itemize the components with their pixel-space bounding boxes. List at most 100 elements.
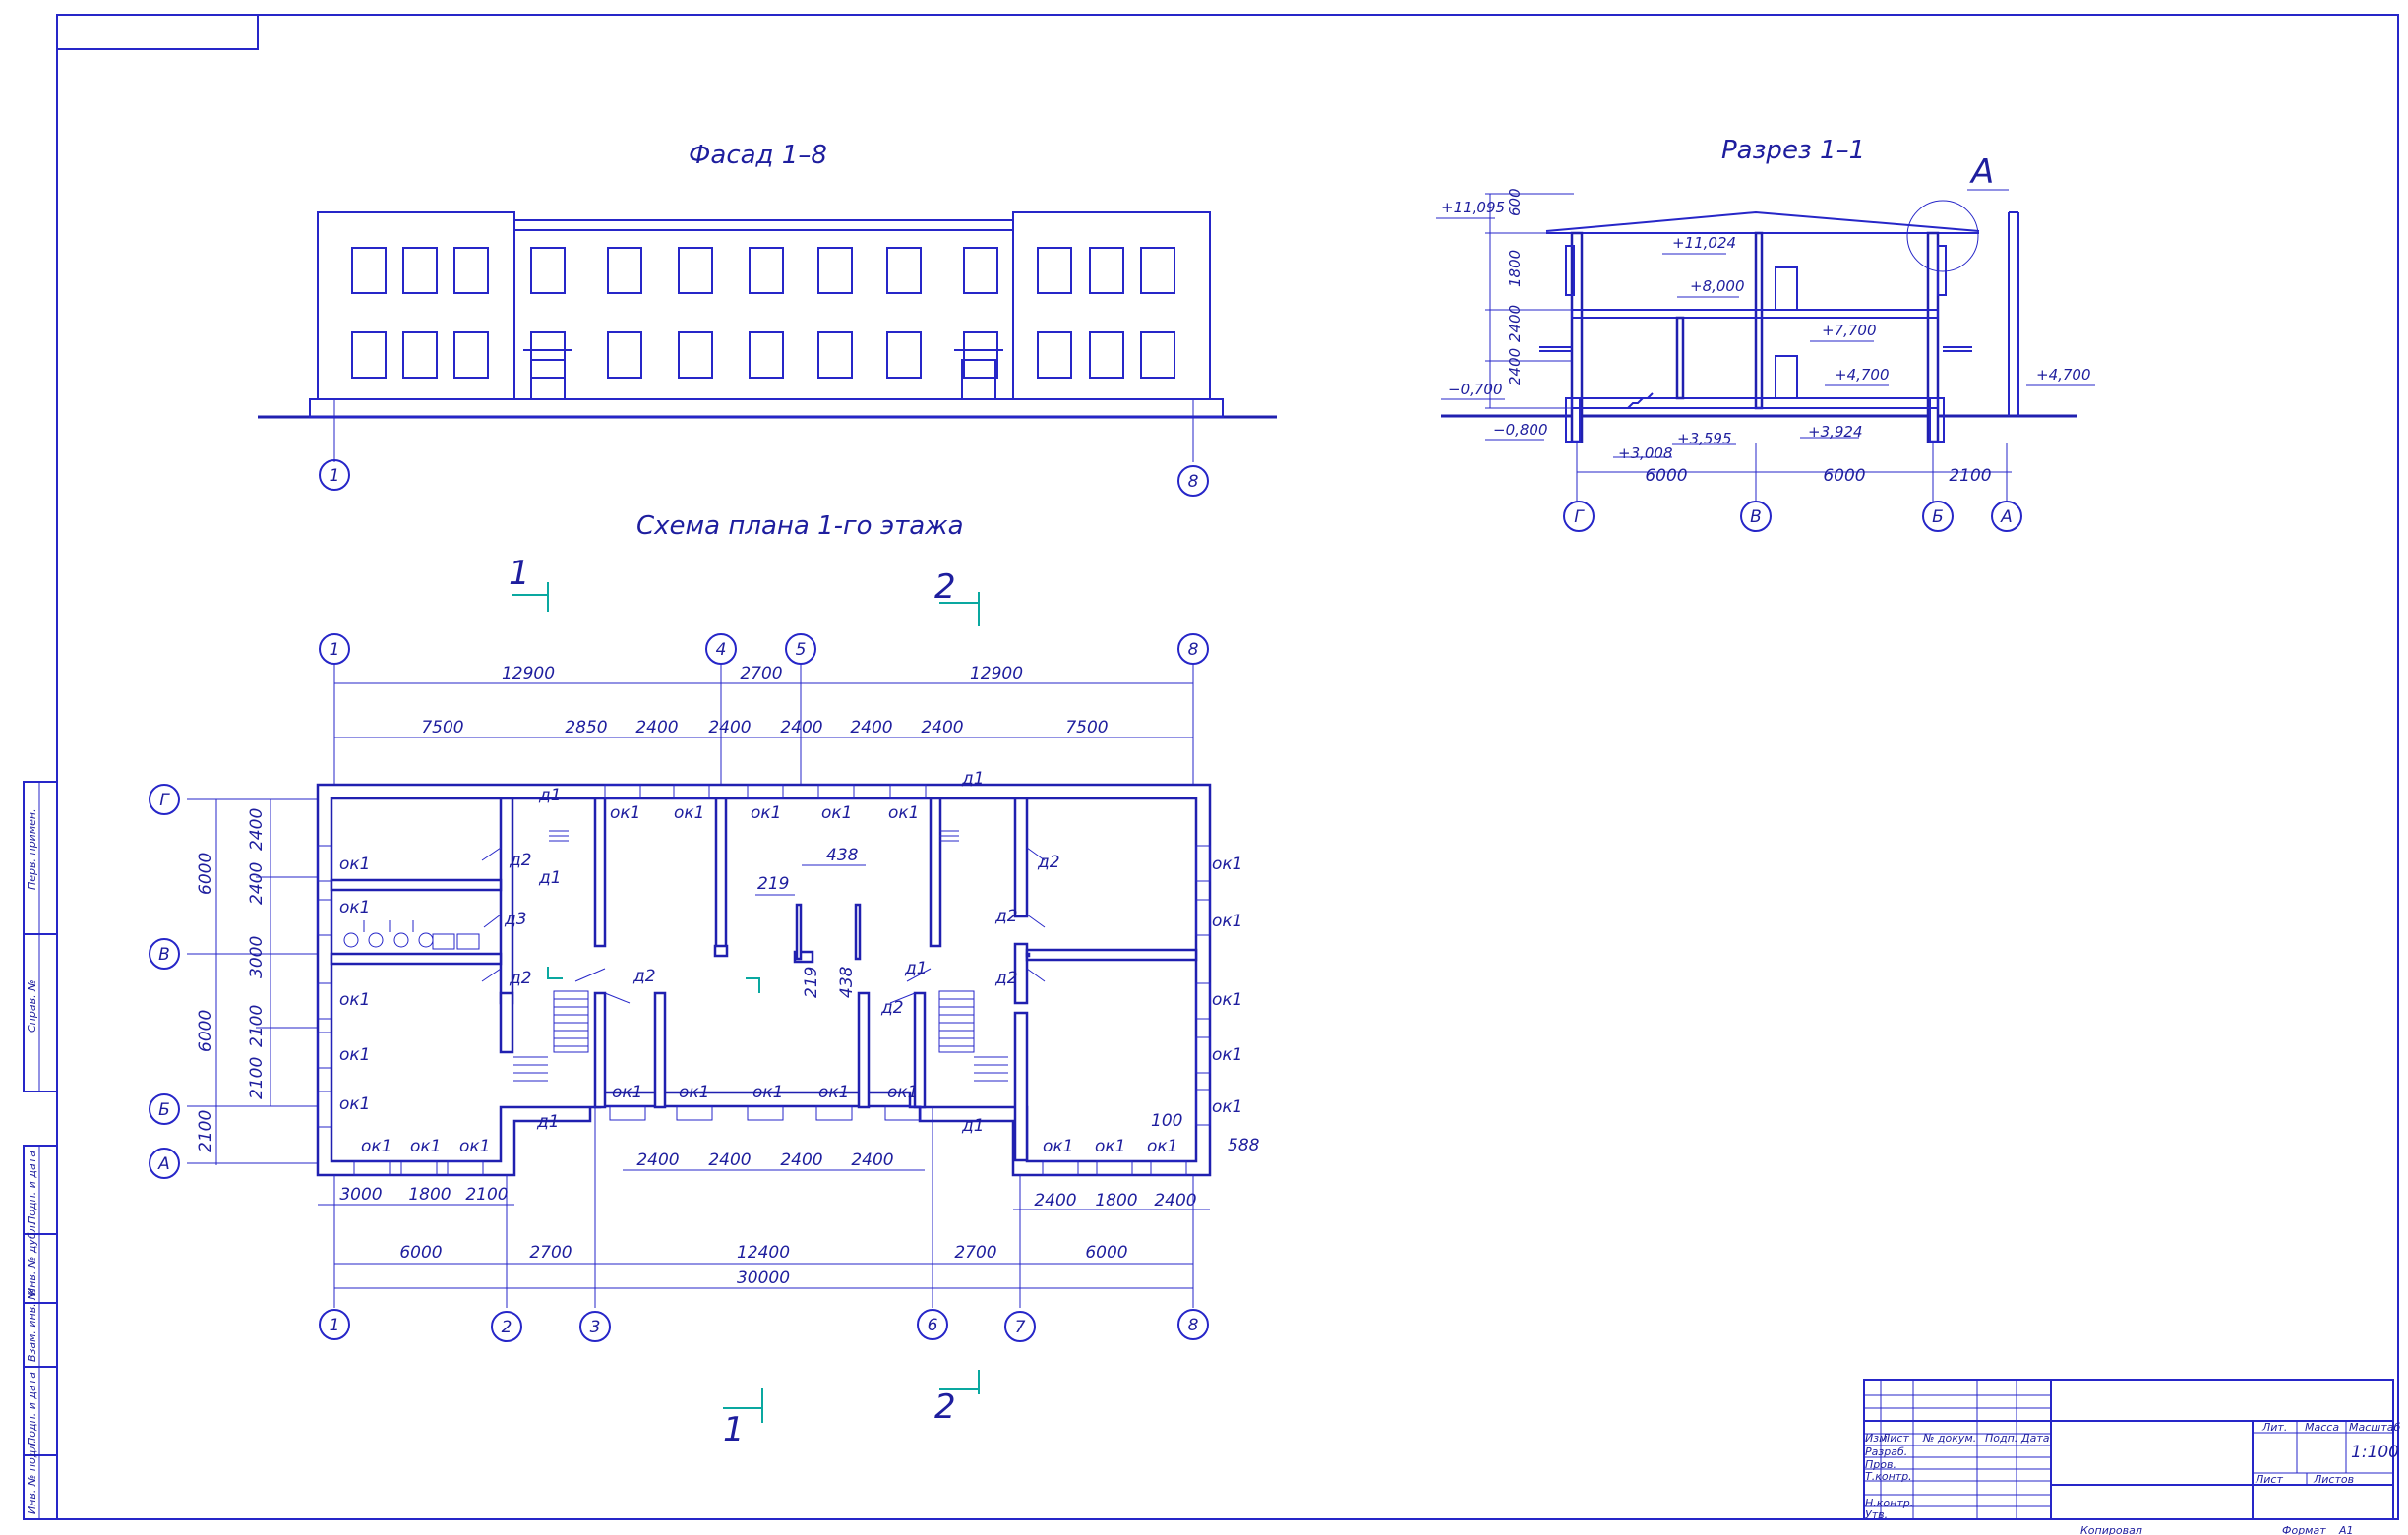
label-d2: д2 (880, 998, 904, 1018)
dim-219a: 219 (757, 874, 789, 894)
facade-window (351, 247, 387, 294)
facade-window (607, 331, 642, 379)
label-d2: д2 (994, 907, 1018, 926)
section-title: Разрез 1–1 (1721, 136, 1865, 165)
sheet-frame: Перв. примен. Справ. № Подп. и дата Инв.… (23, 14, 2399, 1520)
cut-2-top: 2 (934, 567, 956, 607)
dim-bot1-3: 2700 (954, 1243, 996, 1263)
dim-left-inner-0: 2400 (247, 808, 267, 851)
plan-drawing: 1 2 1 2 1 4 5 8 12900 2700 12900 7500 28… (149, 554, 1260, 1449)
dim-bot1-4: 6000 (1085, 1243, 1127, 1263)
elev-top: +11,024 (1672, 234, 1736, 252)
label-ok1: ок1 (610, 803, 641, 823)
plan-window-top (747, 784, 784, 799)
facade-windows (351, 247, 1175, 379)
dim-top1-c: 12900 (970, 664, 1023, 683)
facade-window (607, 247, 642, 294)
stamp-kopiroval: Копировал (2080, 1524, 2142, 1535)
dim-bot1-0: 6000 (399, 1243, 442, 1263)
stamp-scale: 1:100 (2351, 1443, 2399, 1462)
dim-100: 100 (1151, 1111, 1182, 1131)
label-ok1: ок1 (888, 803, 920, 823)
dim-left-inner-1: 2400 (247, 862, 267, 905)
sidebar-cell-inv-podl: Инв. № подл. (26, 1440, 38, 1514)
section-v1800: 1800 (1506, 250, 1524, 287)
section-span1: 6000 (1645, 466, 1687, 486)
elev-2floor: +8,000 (1690, 277, 1745, 295)
label-ok1: ок1 (1212, 1045, 1243, 1065)
facade-window (351, 331, 387, 379)
label-ok1: ок1 (1043, 1137, 1074, 1156)
stamp-col-list: Лист (1881, 1432, 1909, 1445)
plan-axis-bot-2: 2 (502, 1318, 512, 1337)
plan-window-bl (447, 1160, 484, 1176)
stamp-col-data: Дата (2020, 1432, 2050, 1445)
label-ok1: ок1 (361, 1137, 392, 1156)
plan-window-bottom (884, 1105, 922, 1121)
elev-4700-out: +4,700 (2036, 366, 2091, 384)
label-ok1: ок1 (752, 1083, 784, 1102)
facade-window (817, 247, 853, 294)
sidebar-cell-inv-dubl: Инв. № дубл. (26, 1222, 38, 1296)
facade-window (963, 331, 998, 379)
label-ok1: ок1 (339, 1045, 371, 1065)
dim-total: 30000 (737, 1269, 790, 1288)
label-ok1: ок1 (612, 1083, 643, 1102)
stamp-massa: Масса (2305, 1421, 2339, 1434)
stair-flight (553, 990, 589, 1053)
elev-3924: +3,924 (1808, 423, 1863, 441)
plan-axis-top-8: 8 (1188, 640, 1199, 660)
section-span3: 2100 (1949, 466, 1991, 486)
stair-flight (938, 990, 975, 1053)
plan-axis-bot-6: 6 (928, 1316, 938, 1335)
label-d1: д1 (538, 868, 562, 888)
plan-window-br (1042, 1160, 1079, 1176)
elev-m0800: −0,800 (1493, 421, 1548, 439)
facade-title: Фасад 1–8 (689, 141, 827, 170)
plan-window-left (317, 1032, 332, 1069)
plan-window-left (317, 982, 332, 1020)
facade-window (678, 247, 713, 294)
sanitary-fixtures (343, 920, 480, 950)
stamp-col-izm: Изм (1865, 1432, 1887, 1445)
facade-window (749, 331, 784, 379)
label-ok1: ок1 (459, 1137, 491, 1156)
dim-438b: 438 (837, 966, 857, 998)
plan-window-top (673, 784, 710, 799)
plan-window-top (604, 784, 641, 799)
plan-window-bottom (747, 1105, 784, 1121)
label-ok1: ок1 (410, 1137, 442, 1156)
detail-a-label: А (1969, 152, 1994, 192)
label-ok1: ок1 (1212, 912, 1243, 931)
plan-window-right (1195, 1089, 1211, 1126)
facade-window (817, 331, 853, 379)
facade-window (530, 331, 566, 379)
plan-axis-top-1: 1 (330, 640, 340, 660)
dim-bl-1: 1800 (408, 1185, 451, 1205)
plan-title: Схема плана 1-го этажа (636, 511, 964, 541)
plan-window-right (1195, 845, 1211, 882)
dim-left-outer-2: 6000 (196, 1010, 215, 1052)
dim-top1-a: 12900 (502, 664, 555, 683)
section-axis-B: Б (1932, 507, 1944, 527)
label-d2: д2 (994, 969, 1018, 988)
label-ok1: ок1 (339, 1094, 371, 1114)
facade-window (678, 331, 713, 379)
label-d1: д1 (904, 959, 928, 978)
plan-axis-G: Г (159, 791, 170, 810)
plan-window-bl (353, 1160, 391, 1176)
dim-top2-6: 2400 (921, 718, 963, 738)
facade-window (749, 247, 784, 294)
dim-left-outer-0: 6000 (196, 853, 215, 895)
label-ok1: ок1 (1212, 1097, 1243, 1117)
dim-left-inner-3: 2100 (247, 1057, 267, 1099)
plan-axis-bot-8: 8 (1188, 1316, 1199, 1335)
plan-axis-bot-1: 1 (330, 1316, 340, 1335)
facade-window (1037, 331, 1072, 379)
section-v2400b: 2400 (1506, 348, 1524, 385)
plan-axis-top-5: 5 (796, 640, 807, 660)
dim-left-outer-1: 3000 (247, 936, 267, 978)
elev-4700-in: +4,700 (1835, 366, 1890, 384)
stamp-col-doc: № докум. (1922, 1432, 1976, 1445)
